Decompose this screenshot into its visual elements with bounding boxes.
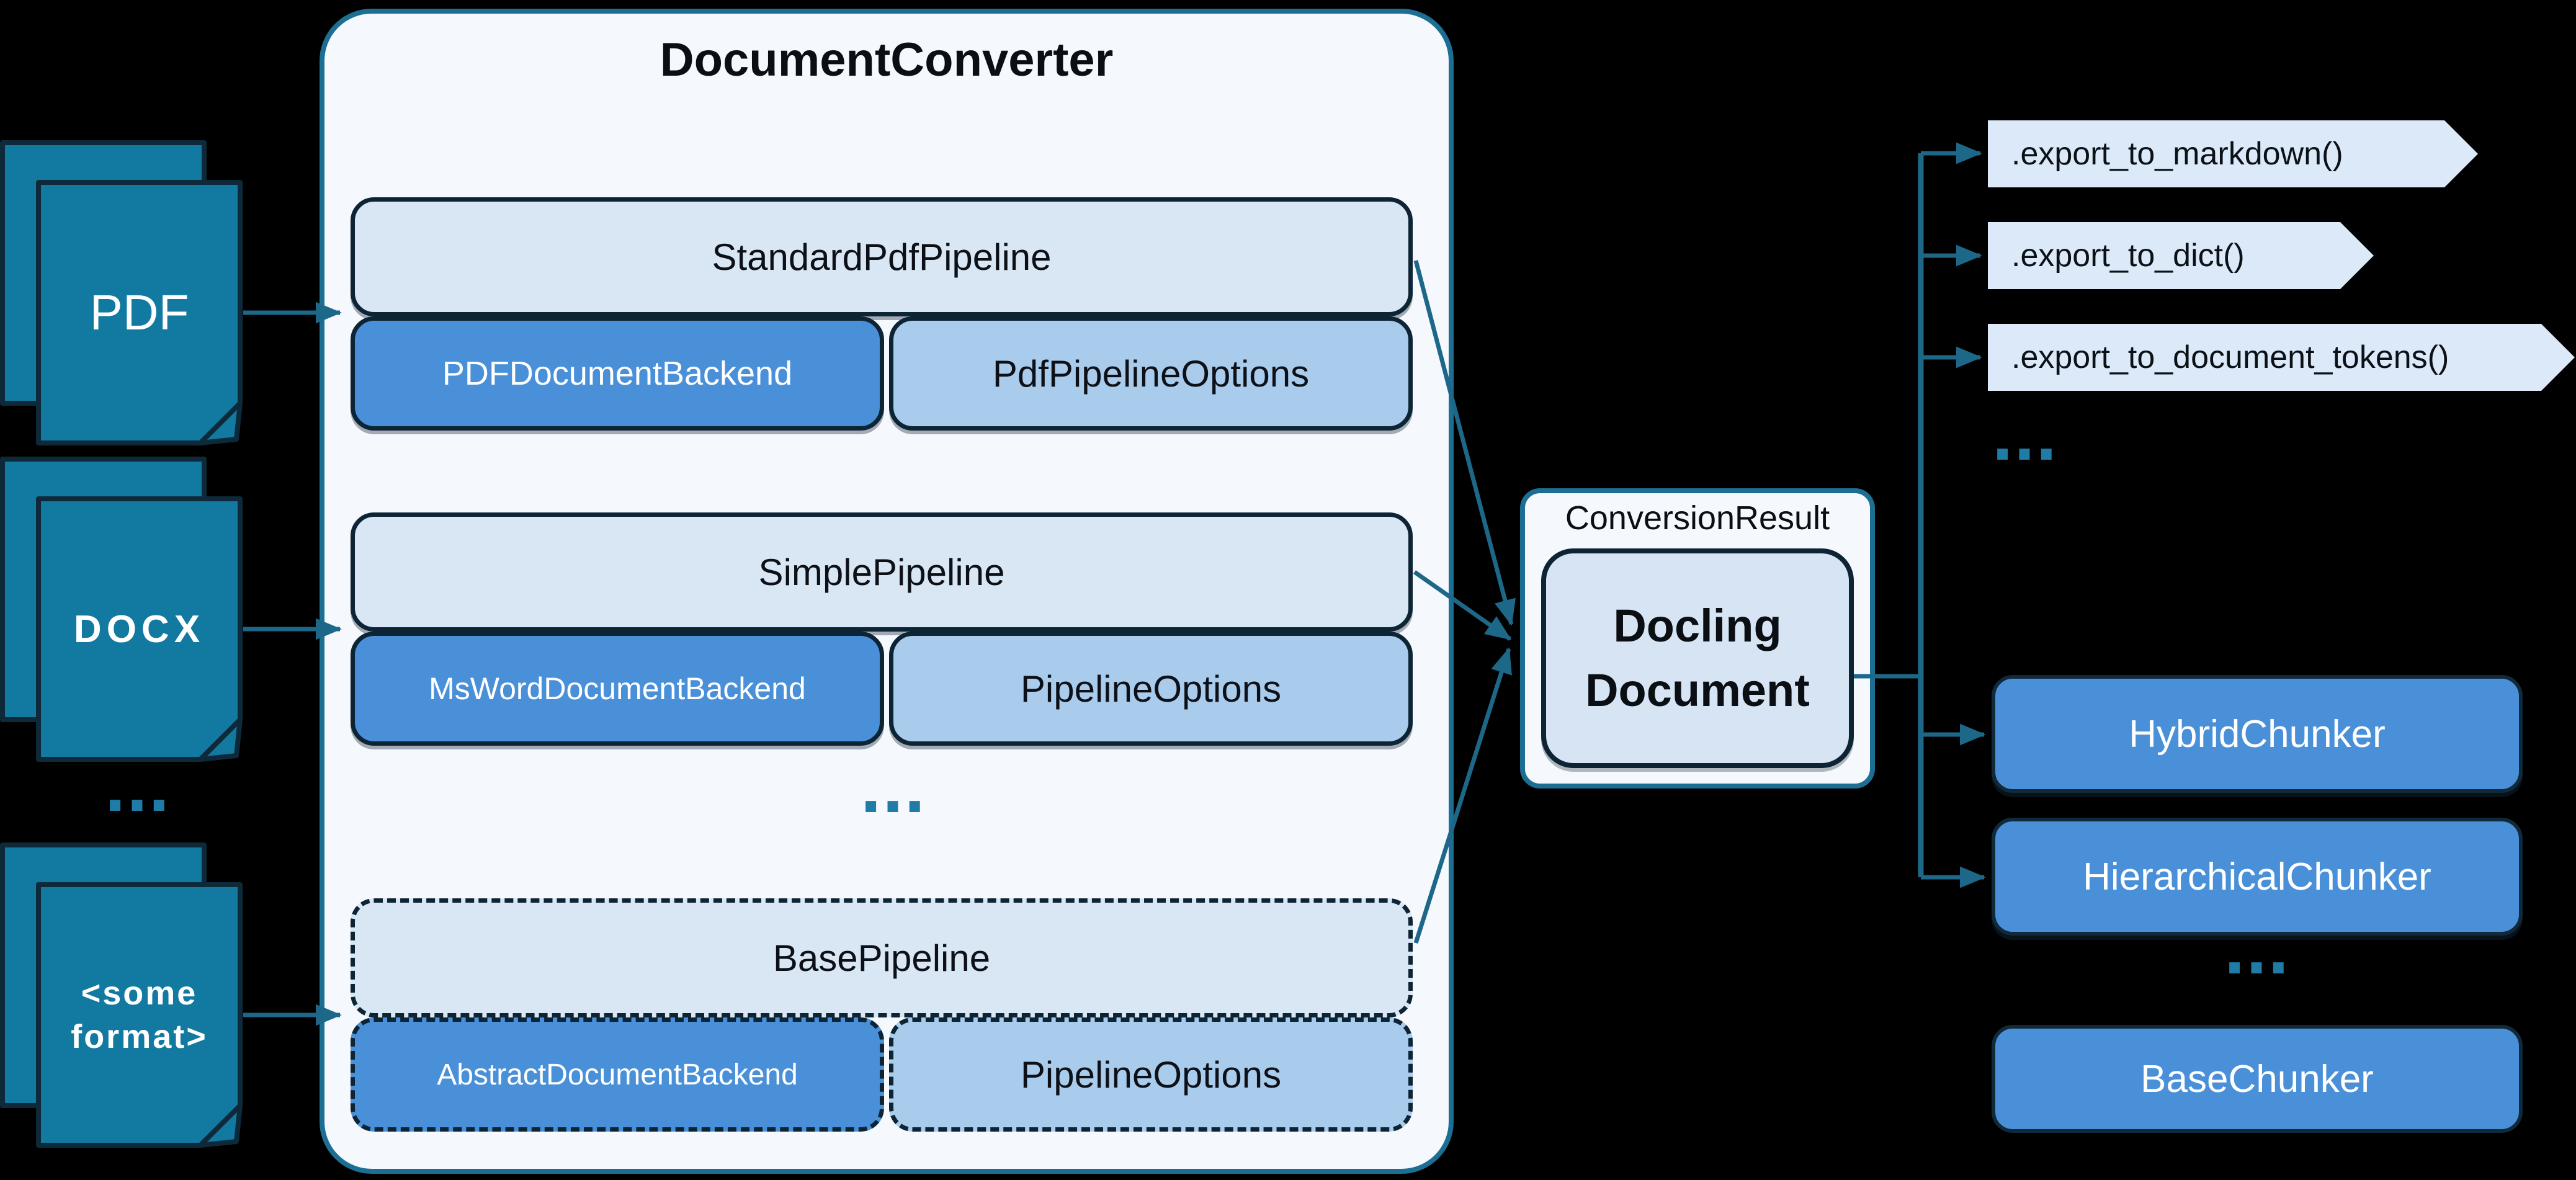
chunkers-ellipsis: ... xyxy=(2224,906,2291,990)
exports-ellipsis: ... xyxy=(1992,393,2059,476)
generic-format-line1: <some xyxy=(81,975,198,1012)
docling-document-box: Docling Document xyxy=(1541,548,1854,768)
pipeline-box-standard-pdf: StandardPdfPipeline xyxy=(351,197,1413,316)
options-box-base: PipelineOptions xyxy=(889,1017,1413,1132)
export-to-markdown-tag: .export_to_markdown() xyxy=(1988,120,2478,187)
docling-document-line1: Docling xyxy=(1613,600,1782,651)
export-to-dict-tag: .export_to_dict() xyxy=(1988,222,2374,289)
pdf-input-label: PDF xyxy=(89,285,189,340)
backend-box-pdf: PDFDocumentBackend xyxy=(351,316,884,431)
document-converter-title: DocumentConverter xyxy=(660,33,1114,86)
docx-input-label: DOCX xyxy=(73,607,205,651)
conversion-result-label: ConversionResult xyxy=(1565,499,1830,537)
export-to-document-tokens-tag: .export_to_document_tokens() xyxy=(1988,324,2575,391)
converter-ellipsis: ... xyxy=(860,745,927,828)
docling-document-line2: Document xyxy=(1585,664,1810,716)
inputs-ellipsis: ... xyxy=(104,744,171,827)
backend-box-msword: MsWordDocumentBackend xyxy=(351,632,884,746)
generic-format-input-label: <some format> xyxy=(38,885,240,1145)
base-chunker-box: BaseChunker xyxy=(1992,1025,2523,1133)
options-box-simple: PipelineOptions xyxy=(889,632,1413,746)
backend-box-abstract: AbstractDocumentBackend xyxy=(351,1017,884,1132)
options-box-pdf: PdfPipelineOptions xyxy=(889,316,1413,431)
pipeline-box-simple: SimplePipeline xyxy=(351,512,1413,632)
hierarchical-chunker-box: HierarchicalChunker xyxy=(1992,818,2523,936)
pipeline-box-base: BasePipeline xyxy=(351,898,1413,1017)
hybrid-chunker-box: HybridChunker xyxy=(1992,675,2523,793)
generic-format-line2: format> xyxy=(71,1018,208,1055)
